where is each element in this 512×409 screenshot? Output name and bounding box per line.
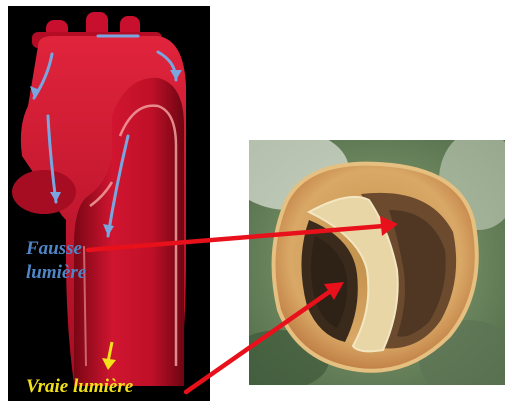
aorta-illustration-panel: Fausse lumière — [8, 6, 210, 401]
aorta-illustration — [8, 6, 210, 401]
false-lumen-label-line2: lumière — [26, 262, 86, 284]
aortic-root — [12, 170, 76, 214]
specimen-image — [249, 140, 505, 385]
false-lumen-label-line1: Fausse — [26, 238, 82, 260]
true-lumen-label: Vraie lumière — [26, 376, 133, 398]
aorta-cross-section-photo — [249, 140, 505, 385]
